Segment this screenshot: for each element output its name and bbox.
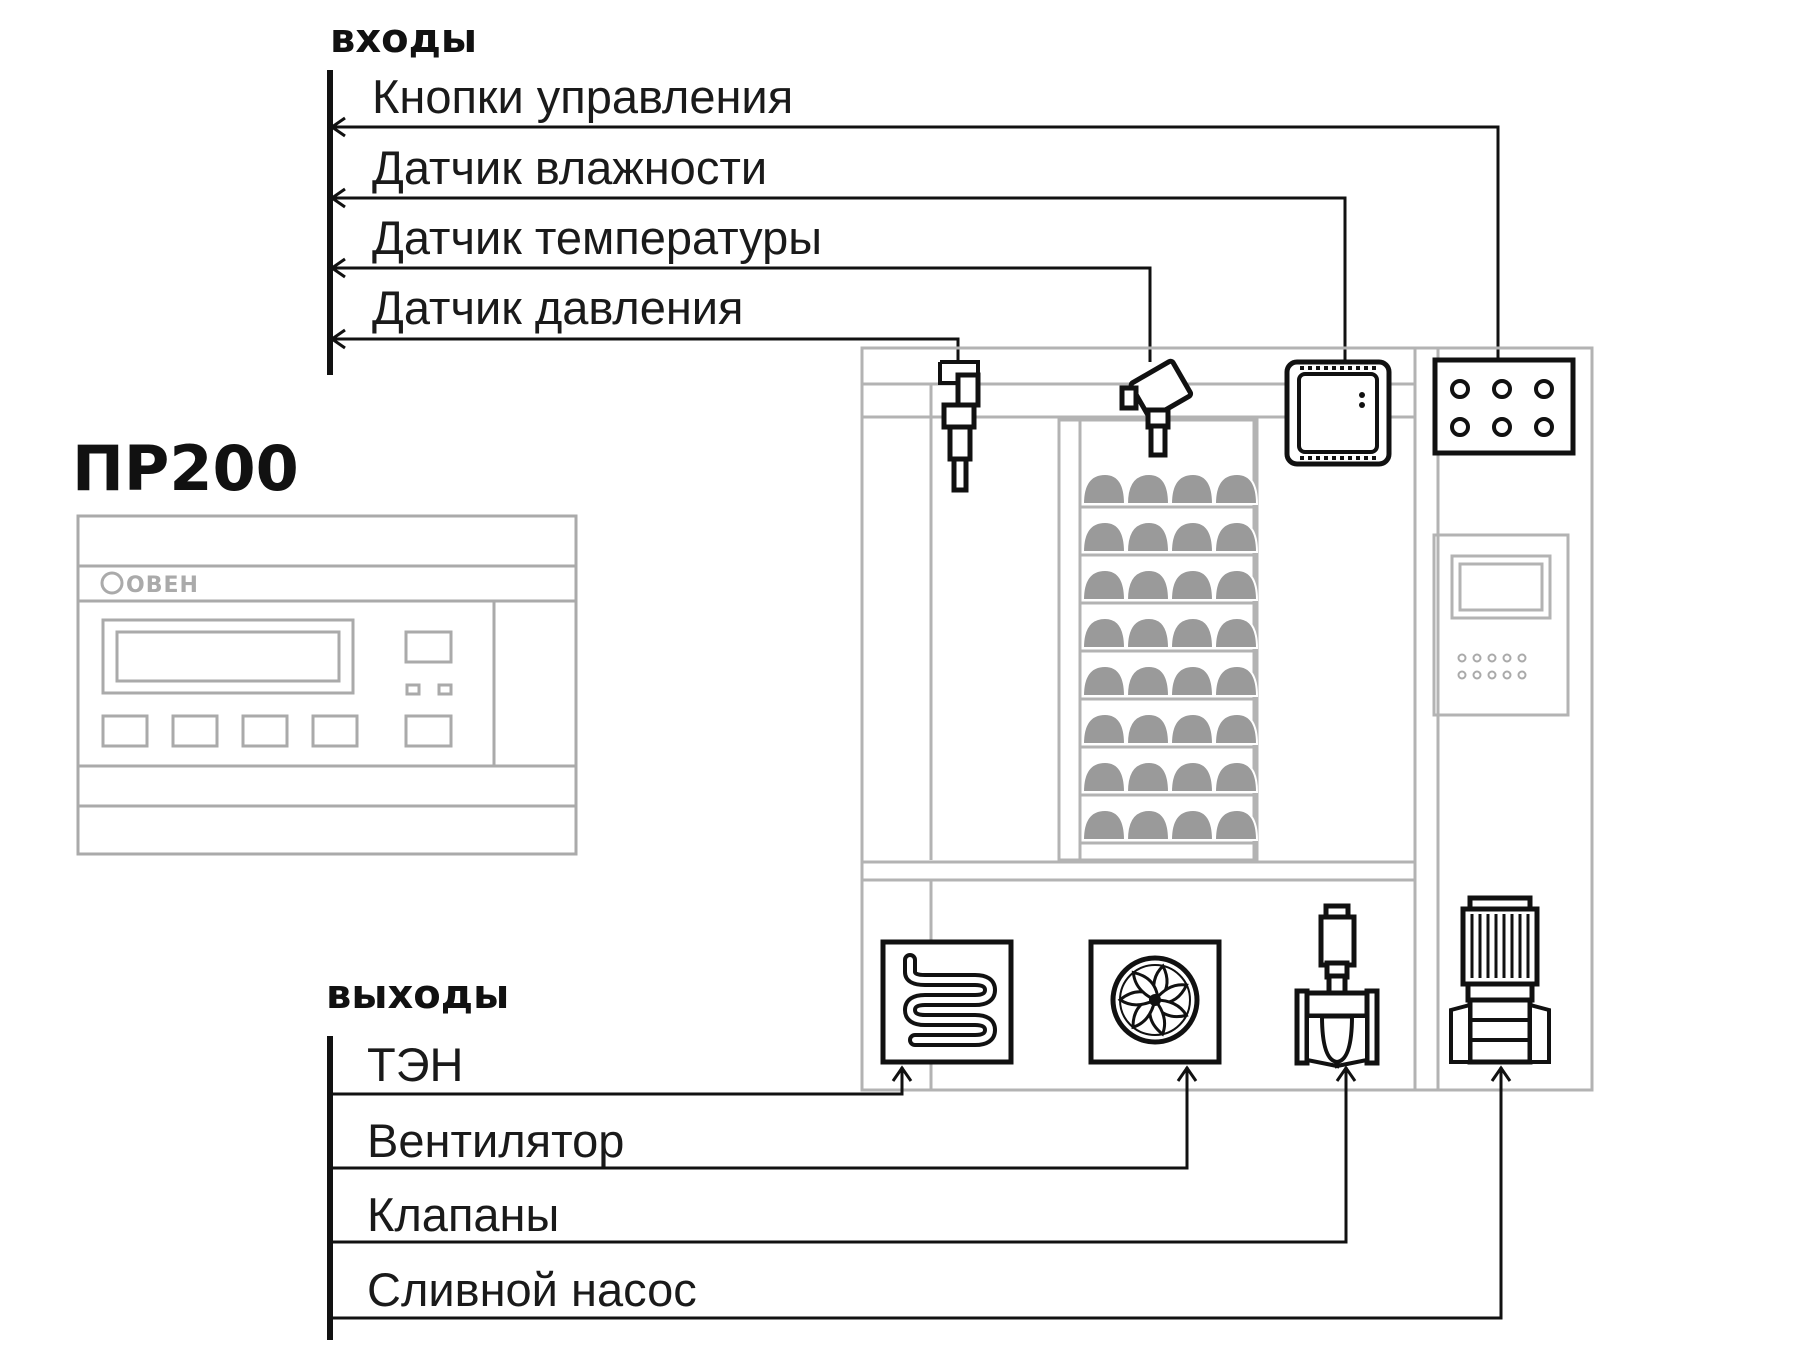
tray-row — [1080, 760, 1259, 797]
humidity-sensor-icon — [1284, 359, 1392, 467]
tray-row — [1080, 568, 1259, 605]
input-wire-temperature — [329, 257, 1152, 362]
controller-title: ПР200 — [72, 432, 299, 505]
fan-icon — [1088, 939, 1222, 1065]
control-panel-buttons — [1457, 653, 1527, 680]
pressure-sensor-icon — [938, 360, 981, 493]
controller-button — [311, 714, 359, 748]
door-button — [1502, 653, 1512, 663]
tray-row — [1080, 664, 1259, 701]
door-button — [1457, 653, 1467, 663]
panel-button — [1492, 379, 1512, 399]
panel-button — [1534, 379, 1554, 399]
input-label-temperature: Датчик температуры — [372, 211, 822, 264]
pump-icon — [1449, 895, 1551, 1065]
door-button — [1472, 653, 1482, 663]
door-button — [1502, 670, 1512, 680]
output-wire-fan — [331, 1065, 1198, 1170]
input-wire-buttons — [329, 116, 1500, 358]
controller-screen — [101, 618, 355, 695]
controller-logo: ОВЕН — [100, 571, 199, 598]
output-label-heater: ТЭН — [367, 1038, 463, 1091]
valve-icon — [1294, 903, 1380, 1069]
panel-button — [1534, 417, 1554, 437]
door-button — [1487, 653, 1497, 663]
tray-row — [1080, 712, 1259, 749]
outputs-heading: выходы — [326, 972, 509, 1018]
panel-button — [1450, 379, 1470, 399]
controller-logo-text: ОВЕН — [126, 573, 199, 598]
tray-trolley — [1057, 418, 1259, 862]
panel-button — [1492, 417, 1512, 437]
tray-row — [1080, 520, 1259, 557]
tray-row — [1080, 616, 1259, 653]
controller-button — [171, 714, 219, 748]
control-panel-door — [1432, 533, 1570, 717]
controller-button — [404, 714, 453, 748]
output-wire-heater — [331, 1065, 913, 1096]
heater-icon — [880, 939, 1014, 1065]
output-label-valves: Клапаны — [367, 1188, 559, 1241]
input-label-buttons: Кнопки управления — [372, 70, 793, 123]
tray-row — [1080, 472, 1259, 509]
controller-button — [241, 714, 289, 748]
door-button — [1517, 653, 1527, 663]
input-label-humidity: Датчик влажности — [372, 141, 767, 194]
door-button — [1457, 670, 1467, 680]
output-label-pump: Сливной насос — [367, 1263, 697, 1316]
input-wire-humidity — [329, 187, 1347, 360]
panel-button — [1450, 417, 1470, 437]
output-wire-pump — [331, 1065, 1512, 1320]
controller-device: ОВЕН — [76, 514, 578, 856]
tray-row — [1080, 808, 1259, 845]
controller-button — [101, 714, 149, 748]
door-button — [1517, 670, 1527, 680]
inputs-heading: входы — [330, 16, 477, 62]
temperature-sensor-icon — [1119, 358, 1194, 458]
controller-button — [404, 630, 453, 664]
door-button — [1472, 670, 1482, 680]
output-label-fan: Вентилятор — [367, 1114, 624, 1167]
input-label-pressure: Датчик давления — [372, 281, 744, 334]
buttons-panel-icon — [1432, 357, 1576, 456]
output-wire-valves — [331, 1065, 1357, 1244]
door-button — [1487, 670, 1497, 680]
input-wire-pressure — [329, 328, 960, 362]
